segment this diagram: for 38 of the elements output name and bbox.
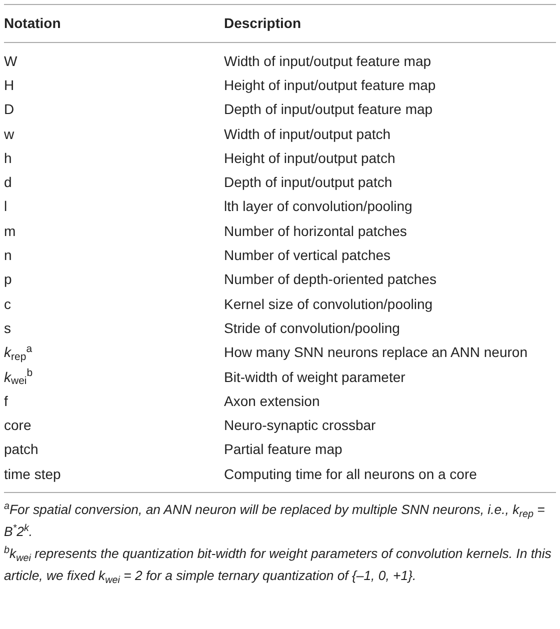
footnote: $^{a}$For spatial conversion, an ANN neuron will be replaced by multiple SNN neurons, i.e., k$_{rep}$ = B$^{*}$2$^{k}$. (4, 500, 546, 542)
notation-cell-text: m (4, 222, 17, 241)
notation-cell-text: time step (4, 464, 62, 484)
notation-cell-text: H (4, 76, 16, 95)
description-cell-text: Partial feature map (224, 440, 344, 460)
notation-cell-text: w (4, 124, 16, 144)
column-header: Description (224, 14, 302, 33)
notation-cell-text: p (4, 270, 13, 290)
description-cell-text: Height of input/output feature map (224, 76, 437, 95)
description-cell-text: Axon extension (224, 392, 321, 411)
notation-cell-text: n (4, 246, 13, 266)
description-cell-text: Number of horizontal patches (224, 222, 408, 241)
notation-cell-text: l (4, 197, 8, 216)
description-cell-text: Depth of input/output patch (224, 173, 394, 192)
description-cell-text: lth layer of convolution/pooling (224, 197, 414, 216)
column-header: Notation (4, 14, 62, 33)
description-cell-text: Neuro-synaptic crossbar (224, 416, 377, 436)
description-cell-text: Number of depth-oriented patches (224, 270, 438, 290)
description-cell-text: Width of input/output patch (224, 124, 392, 144)
description-cell-text: Bit-width of weight parameter (224, 368, 406, 387)
notation-cell-text: h (4, 148, 13, 168)
description-cell-text: Stride of convolution/pooling (224, 318, 401, 338)
notation-cell-text: c (4, 294, 12, 314)
notation-cell-text: core (4, 416, 32, 436)
notation-cell-text: d (4, 173, 13, 192)
description-cell-text: Computing time for all neurons on a core (224, 464, 478, 484)
notation-cell-text: patch (4, 440, 40, 460)
description-cell-text: Depth of input/output feature map (224, 100, 434, 120)
notation-cell-text: s (4, 318, 12, 338)
description-cell-text: Height of input/output patch (224, 148, 396, 168)
notation-cell-text: f (4, 392, 9, 411)
notation-cell-text: D (4, 100, 16, 120)
notation-cell-text: W (4, 52, 18, 71)
description-cell-text: Width of input/output feature map (224, 52, 432, 71)
footnote: $^{b}$k$_{wei}$ represents the quantization bit-width for weight parameters of convolution kernels. In this article, we fixed k$_{wei}$ = 2 for a simple ternary quantization of {–1, 0, +1}. (4, 544, 552, 588)
description-cell-text: Number of vertical patches (224, 246, 392, 266)
description-cell-text: Kernel size of convolution/pooling (224, 294, 434, 314)
description-cell-text: How many SNN neurons replace an ANN neuron (224, 343, 528, 362)
